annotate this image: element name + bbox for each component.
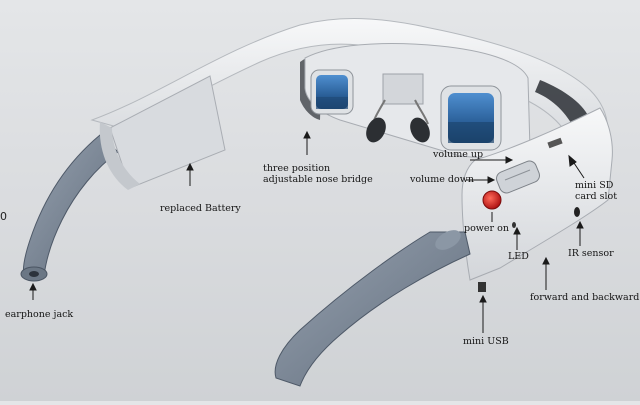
right-temple-housing — [461, 107, 613, 292]
label-replaced-battery: replaced Battery — [160, 203, 241, 214]
leader-lines — [29, 130, 585, 333]
led-indicator — [512, 222, 516, 228]
power-button — [482, 190, 502, 210]
label-nose-bridge: three position adjustable nose bridge — [263, 163, 373, 185]
label-forward-backward: forward and backward — [530, 292, 640, 303]
usb-port — [478, 282, 486, 292]
label-mini-sd: mini SD card slot — [575, 180, 618, 202]
display-module — [304, 43, 531, 159]
volume-rocker — [496, 160, 540, 194]
label-volume-up: volume up — [433, 149, 484, 160]
ir-sensor — [574, 207, 580, 217]
label-volume-down: volume down — [410, 174, 474, 185]
sd-slot — [547, 137, 563, 149]
left-earpiece — [20, 134, 119, 282]
label-ir-sensor: IR sensor — [568, 248, 614, 259]
right-earpiece — [274, 230, 471, 387]
nose-bridge — [366, 99, 430, 143]
label-mini-usb: mini USB — [463, 336, 509, 347]
label-power-on: power on — [464, 223, 509, 234]
edge-mark: 0 — [0, 210, 7, 223]
label-earphone-jack: earphone jack — [5, 309, 74, 320]
label-led: LED — [508, 251, 529, 262]
